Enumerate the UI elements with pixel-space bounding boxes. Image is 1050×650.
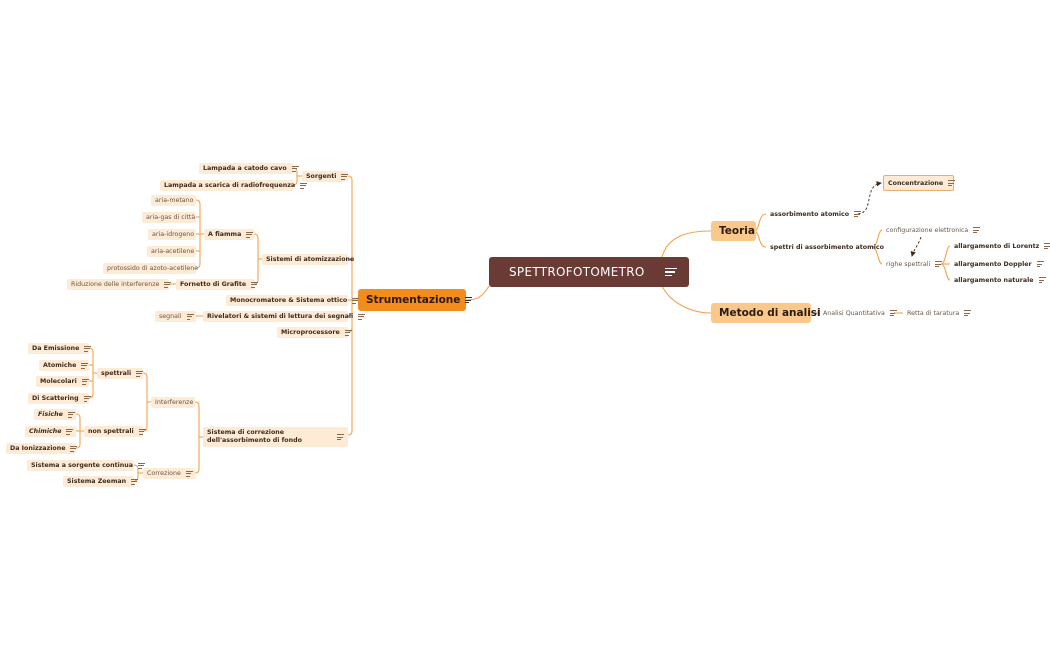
topic-riduzione-interferenze[interactable]: Riduzione delle interferenze <box>67 279 172 290</box>
notes-icon <box>948 179 956 188</box>
notes-icon <box>889 309 897 318</box>
topic-fisiche[interactable]: Fisiche <box>34 409 76 420</box>
notes-icon <box>291 164 299 173</box>
topic-allargamento-lorentz[interactable]: allargamento di Lorentz <box>950 241 1050 251</box>
topic-aria-gas-citta[interactable]: aria-gas di città <box>142 212 196 223</box>
notes-icon <box>131 477 139 486</box>
notes-icon <box>81 377 89 386</box>
topic-aria-acetilene[interactable]: aria-acetilene <box>147 246 196 257</box>
topic-sorgente-continua[interactable]: Sistema a sorgente continua <box>27 460 146 471</box>
notes-icon <box>358 312 366 321</box>
topic-strumentazione[interactable]: Strumentazione <box>358 289 473 311</box>
notes-icon <box>337 433 344 442</box>
topic-sistema-zeeman[interactable]: Sistema Zeeman <box>63 476 139 487</box>
topic-sistemi-atomizzazione[interactable]: Sistemi di atomizzazione <box>262 254 354 265</box>
notes-icon <box>973 226 981 235</box>
topic-configurazione-elettronica[interactable]: configurazione elettronica <box>882 225 981 235</box>
relation-arrow-concentrazione <box>857 181 882 215</box>
notes-icon <box>1044 242 1050 251</box>
notes-icon <box>246 230 254 239</box>
topic-label: Strumentazione <box>366 294 461 306</box>
topic-correzione[interactable]: Correzione <box>143 468 195 479</box>
notes-icon <box>67 410 75 419</box>
topic-di-scattering[interactable]: Di Scattering <box>28 393 91 404</box>
topic-chimiche[interactable]: Chimiche <box>25 426 76 437</box>
topic-spettri-assorbimento[interactable]: spettri di assorbimento atomico <box>770 243 884 251</box>
topic-lampada-radiofrequenza[interactable]: Lampada a scarica di radiofrequenza <box>160 180 308 191</box>
topic-aria-idrogeno[interactable]: aria-idrogeno <box>148 229 196 240</box>
notes-icon <box>251 280 259 289</box>
notes-icon <box>935 260 943 269</box>
topic-concentrazione[interactable]: Concentrazione <box>883 175 956 191</box>
notes-icon <box>344 328 352 337</box>
topic-da-ionizzazione[interactable]: Da Ionizzazione <box>6 443 78 454</box>
notes-icon <box>70 444 78 453</box>
topic-da-emissione[interactable]: Da Emissione <box>28 343 92 354</box>
topic-righe-spettrali[interactable]: righe spettrali <box>882 259 943 269</box>
notes-icon <box>66 427 74 436</box>
notes-icon <box>136 369 144 378</box>
relation-arrow-righe <box>910 236 922 257</box>
topic-analisi-quantitativa[interactable]: Analisi Quantitativa <box>819 308 897 318</box>
notes-icon <box>1036 260 1044 269</box>
topic-allargamento-naturale[interactable]: allargamento naturale <box>950 275 1046 285</box>
topic-molecolari[interactable]: Molecolari <box>36 376 89 387</box>
topic-non-spettrali[interactable]: non spettrali <box>84 426 146 437</box>
topic-label: Teoria <box>719 225 755 237</box>
notes-icon <box>341 172 349 181</box>
notes-icon <box>81 361 89 370</box>
notes-icon <box>854 210 862 219</box>
notes-icon <box>1038 276 1046 285</box>
topic-sorgenti[interactable]: Sorgenti <box>302 171 349 182</box>
topic-label: Metodo di analisi <box>719 307 821 319</box>
notes-icon <box>83 394 91 403</box>
notes-icon <box>84 344 92 353</box>
topic-monocromatore[interactable]: Monocromatore & Sistema ottico <box>226 295 360 306</box>
notes-icon <box>138 427 146 436</box>
notes-icon <box>352 296 360 305</box>
notes-icon <box>964 309 972 318</box>
notes-icon <box>185 469 193 478</box>
topic-teoria[interactable]: Teoria <box>711 221 756 241</box>
topic-atomiche[interactable]: Atomiche <box>39 360 89 371</box>
topic-metodo-analisi[interactable]: Metodo di analisi <box>711 303 821 323</box>
topic-microprocessore[interactable]: Microprocessore <box>277 327 352 338</box>
topic-aria-metano[interactable]: aria-metano <box>151 195 196 206</box>
topic-lampada-catodo[interactable]: Lampada a catodo cavo <box>199 163 299 174</box>
topic-spettrali[interactable]: spettrali <box>97 368 144 379</box>
topic-allargamento-doppler[interactable]: allargamento Doppler <box>950 259 1044 269</box>
notes-icon <box>300 181 308 190</box>
root-label: SPETTROFOTOMETRO <box>509 265 645 279</box>
notes-icon <box>186 312 194 321</box>
topic-protossido-acetilene[interactable]: protossido di azoto-acetilene <box>103 263 198 274</box>
root-node[interactable]: SPETTROFOTOMETRO <box>489 257 689 287</box>
topic-a-fiamma[interactable]: A fiamma <box>204 229 254 240</box>
topic-segnali[interactable]: segnali <box>155 311 196 322</box>
topic-sistema-correzione[interactable]: Sistema di correzione dell'assorbimento … <box>203 427 348 447</box>
topic-interferenze[interactable]: Interferenze <box>151 397 195 408</box>
topic-retta-taratura[interactable]: Retta di taratura <box>903 308 972 318</box>
topic-rivelatori[interactable]: Rivelatori & sistemi di lettura dei segn… <box>203 311 366 322</box>
notes-icon <box>465 296 473 305</box>
topic-assorbimento-atomico[interactable]: assorbimento atomico <box>766 209 862 219</box>
notes-icon <box>138 461 146 470</box>
notes-icon <box>164 280 172 289</box>
notes-icon <box>665 265 677 279</box>
topic-fornetto-grafite[interactable]: Fornetto di Grafite <box>176 279 259 290</box>
